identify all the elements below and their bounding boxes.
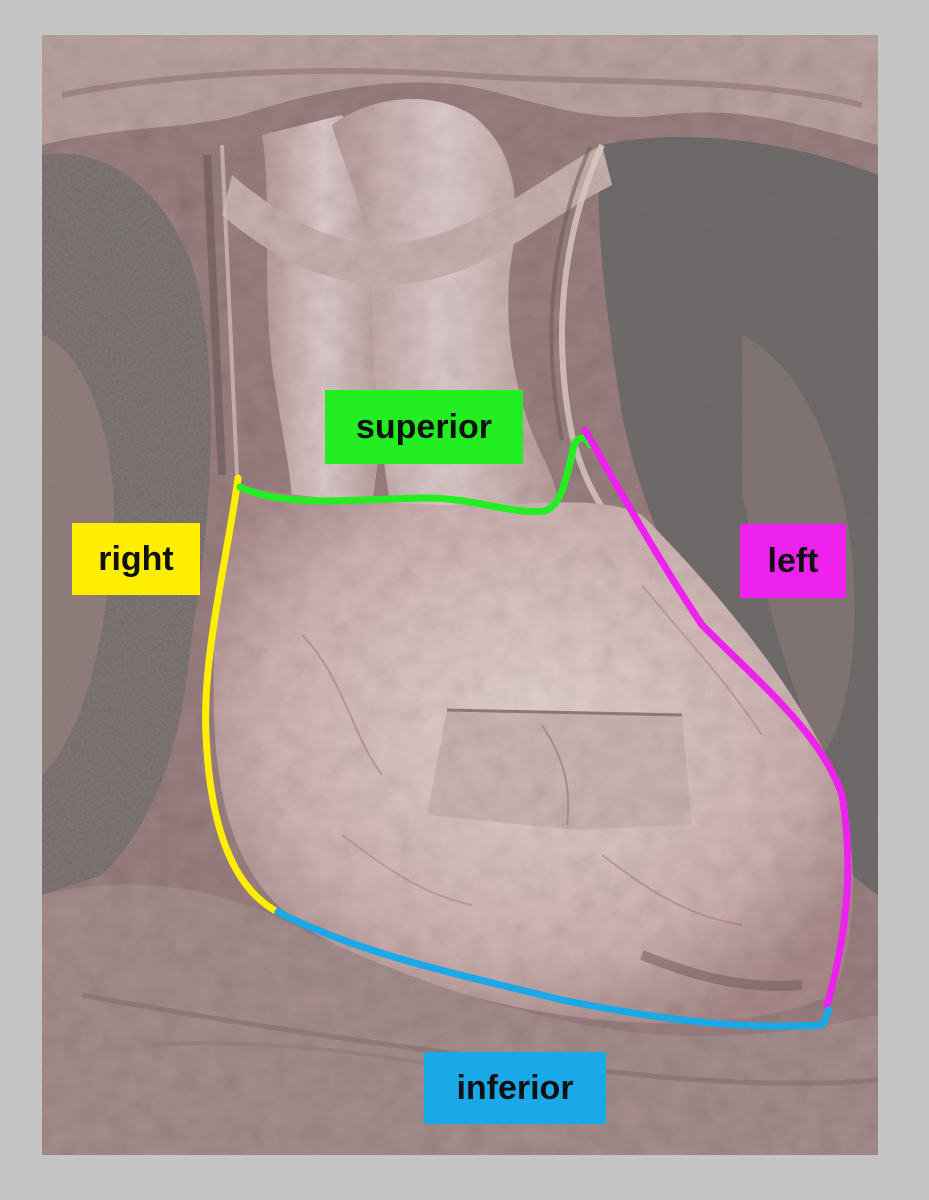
- right-border-line: [202, 474, 278, 914]
- left-label: left: [740, 524, 846, 598]
- right-label: right: [72, 523, 200, 595]
- inferior-label: inferior: [424, 1052, 606, 1124]
- dissection-photo: [42, 35, 878, 1155]
- upper-tissue-flap: [42, 35, 878, 145]
- pericardial-window: [427, 710, 692, 830]
- border-outline-layer: [202, 426, 852, 1030]
- left-border-line: [581, 426, 852, 1009]
- superior-border-line: [236, 434, 594, 516]
- superior-label: superior: [325, 390, 523, 464]
- inferior-border-line: [274, 908, 833, 1030]
- tissue-layer: [42, 35, 878, 1155]
- brachiocephalic-vein: [222, 145, 612, 285]
- diaphragm: [42, 884, 878, 1155]
- dissection-photo-art: [42, 35, 878, 1155]
